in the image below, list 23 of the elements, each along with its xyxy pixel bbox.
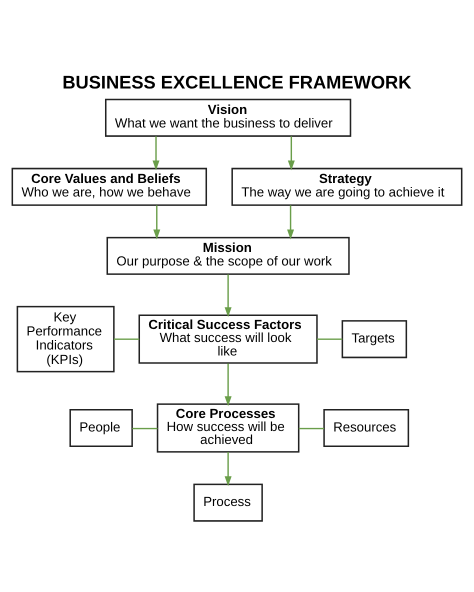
node-box: Vision What we want the business to deliver — [104, 98, 352, 137]
arrow — [287, 205, 294, 240]
node-box: Process — [193, 484, 263, 522]
node-box: Mission Our purpose & the scope of our work — [106, 236, 350, 275]
connector — [132, 428, 158, 430]
node-box: Resources — [323, 408, 410, 448]
arrow — [224, 363, 232, 406]
connector — [316, 338, 342, 340]
node-box: Targets — [342, 320, 408, 358]
arrow — [224, 274, 232, 318]
arrow — [288, 136, 295, 170]
arrow — [224, 452, 232, 486]
arrow — [152, 136, 160, 170]
node-box: Strategy The way we are going to achieve it — [231, 168, 462, 206]
diagram-title: BUSINESS EXCELLENCE FRAMEWORK — [62, 72, 412, 93]
node-box: Key Performance Indicators (KPIs) — [16, 306, 115, 372]
node-box: Critical Success Factors What success will look like — [138, 314, 318, 364]
connector — [298, 428, 324, 430]
node-box: Core Values and Beliefs Who we are, how we behave — [12, 168, 208, 206]
node-box: Core Processes How success will be achieved — [156, 403, 300, 453]
connector — [114, 338, 140, 340]
node-box: People — [69, 408, 133, 448]
arrow — [153, 205, 160, 240]
